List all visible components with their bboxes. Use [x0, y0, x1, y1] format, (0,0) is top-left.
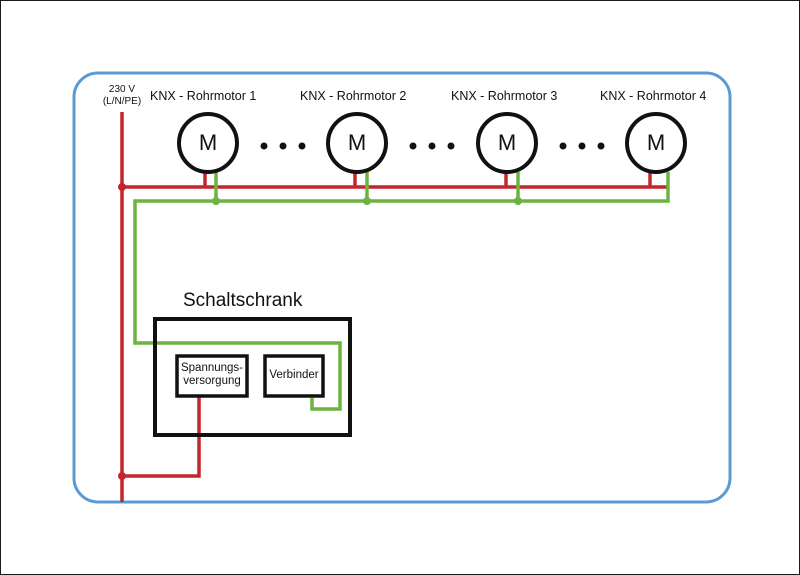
motor-2-symbol: M — [347, 130, 367, 155]
power-supply-line-2: versorgung — [183, 375, 241, 387]
motor-1-symbol: M — [198, 130, 218, 155]
motor-4-symbol: M — [646, 130, 666, 155]
motor-3-circle — [476, 112, 538, 174]
motor-2-label: KNX - Rohrmotor 2 — [300, 89, 407, 103]
building-boundary — [72, 71, 732, 504]
cabinet-title: Schaltschrank — [183, 290, 303, 311]
ellipsis-dot — [578, 142, 586, 150]
junction-dots — [118, 183, 522, 480]
ellipsis-dot — [559, 142, 567, 150]
ellipsis-dot — [409, 142, 417, 150]
motor-1-label: KNX - Rohrmotor 1 — [150, 89, 257, 103]
ellipsis-dot — [298, 142, 306, 150]
knx-bus-wiring — [133, 172, 670, 411]
bus-main-line — [133, 172, 670, 411]
bus-junction-dot — [212, 197, 220, 205]
supply-conductors: (L/N/PE) — [102, 96, 142, 107]
power-to-supply — [122, 396, 201, 478]
motor-1-circle — [177, 112, 239, 174]
ellipsis-dot — [260, 142, 268, 150]
power-supply-line-1: Spannungs- — [180, 362, 244, 374]
supply-voltage: 230 V — [108, 84, 136, 95]
bus-junction-dot — [363, 197, 371, 205]
bus-junction-dot — [514, 197, 522, 205]
motor-4-label: KNX - Rohrmotor 4 — [600, 89, 707, 103]
motor-3-label: KNX - Rohrmotor 3 — [451, 89, 558, 103]
cabinet-box — [153, 317, 352, 437]
ellipsis-dot — [597, 142, 605, 150]
continuation-dots — [260, 142, 605, 150]
motor-symbols — [177, 112, 687, 174]
motor-3-symbol: M — [497, 130, 517, 155]
motor-2-circle — [326, 112, 388, 174]
motor-4-circle — [625, 112, 687, 174]
power-wiring — [120, 112, 668, 502]
supply-label: 230 V (L/N/PE) — [98, 84, 146, 108]
power-junction-dot — [118, 183, 126, 191]
ellipsis-dot — [428, 142, 436, 150]
coupler-box — [263, 354, 325, 398]
coupler-label: Verbinder — [269, 369, 319, 381]
power-junction-dot — [118, 472, 126, 480]
power-supply-box — [175, 354, 249, 398]
ellipsis-dot — [447, 142, 455, 150]
power-supply-label: Spannungs- versorgung — [177, 362, 247, 388]
ellipsis-dot — [279, 142, 287, 150]
